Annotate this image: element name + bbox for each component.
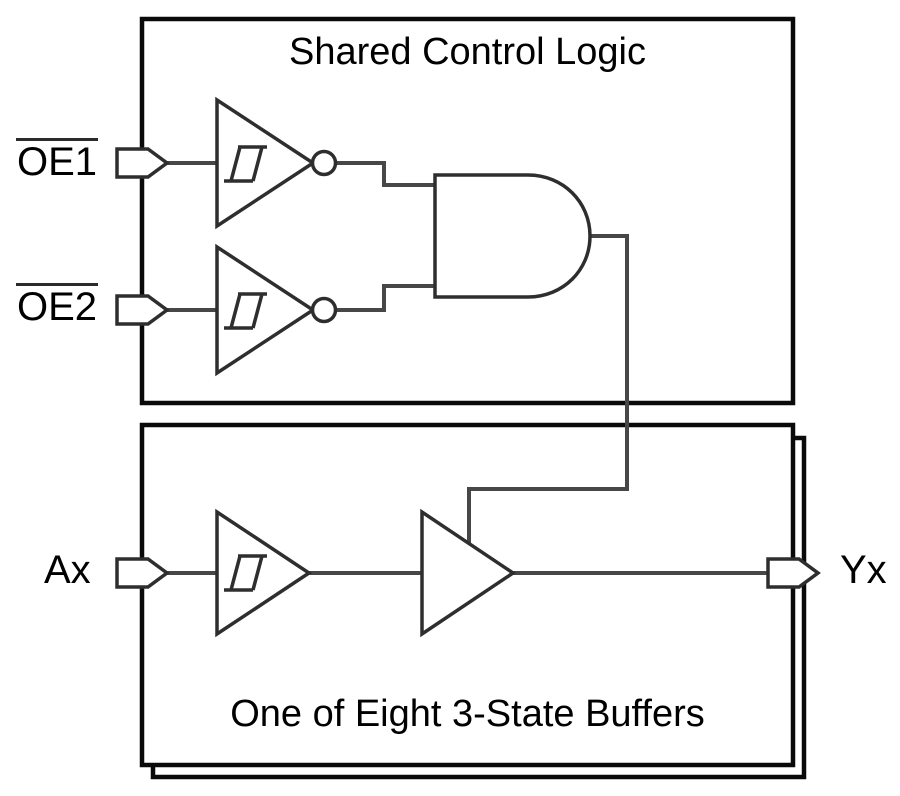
inverter-bubble-oe1	[310, 149, 338, 177]
port-pin-oe2	[115, 294, 170, 326]
schmitt-inverter-oe1	[215, 96, 317, 230]
port-pin-oe1	[115, 147, 170, 179]
port-label-oe2: OE2	[16, 283, 99, 329]
oe2-overline-text: OE2	[16, 283, 99, 329]
schmitt-inverter-oe2	[215, 243, 317, 377]
bottom-box-title: One of Eight 3-State Buffers	[230, 693, 705, 735]
gates	[215, 96, 592, 638]
wire-oe2-to-and	[334, 284, 435, 312]
oe1-overline-text: OE1	[16, 138, 99, 184]
hysteresis-icon	[224, 554, 267, 592]
top-box-title: Shared Control Logic	[289, 31, 646, 73]
schmitt-buffer-ax	[215, 508, 313, 638]
three-state-buffer	[420, 508, 517, 638]
port-label-ax: Ax	[44, 548, 91, 592]
port-pin-ax	[115, 557, 170, 589]
wire-oe1-to-and	[334, 161, 435, 187]
inverter-bubble-oe2	[310, 296, 338, 324]
port-pin-yx	[766, 557, 821, 589]
hysteresis-icon	[224, 292, 267, 330]
hysteresis-icon	[224, 145, 267, 183]
wire-and-to-enable	[467, 234, 629, 547]
and-gate	[433, 173, 592, 299]
port-label-oe1: OE1	[16, 138, 99, 184]
port-pins	[115, 147, 821, 589]
port-label-yx: Yx	[840, 548, 887, 592]
